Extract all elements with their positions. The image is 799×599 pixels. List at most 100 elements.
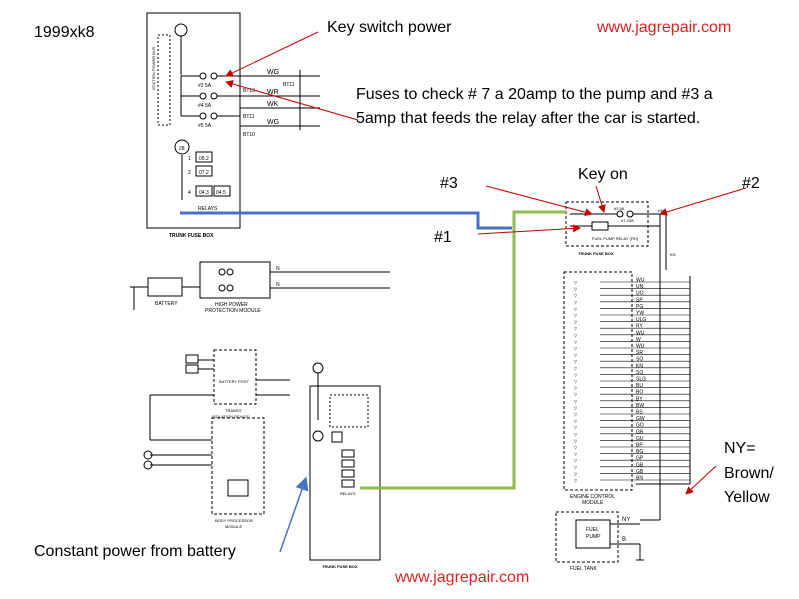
wire-kn-2: KN (670, 252, 676, 257)
ecm-pin-icon: ▽ (574, 306, 578, 311)
right-box-title: TRUNK FUSE BOX (578, 251, 614, 256)
ecm-pin-icon: ▽ (574, 372, 578, 377)
fuse-label-a: #2 5A (198, 83, 212, 89)
ecm-pin-icon: ▽ (574, 399, 578, 404)
relay-ref-07: 07.2 (199, 170, 209, 176)
wire-wr: WR (267, 89, 279, 96)
callout-arrows (225, 31, 747, 495)
ecm-wire-label: SLG (636, 377, 646, 383)
wire-wg: WG (267, 69, 279, 76)
ecm-pin-icon: ▽ (574, 425, 578, 430)
ecm-pin-icon: ▽ (574, 359, 578, 364)
ecm-pin-icon: ▽ (574, 339, 578, 344)
ecm-wire-label: GR (636, 429, 644, 435)
pump-relay-label: FUEL PUMP RELAY (RH) (592, 236, 639, 241)
fuel-tank-label: FUEL TANK (570, 566, 598, 572)
ecm-wire-label: SO (636, 370, 643, 376)
right-trunk-fuse-box (565, 201, 667, 270)
ny-label-3: Yellow (724, 489, 770, 506)
ecm-wire-label: GP (636, 456, 644, 462)
ny-label-2: Brown/ (724, 465, 774, 482)
ecm-wire-label: UN (636, 284, 644, 290)
relays-label: RELAYS (198, 206, 218, 212)
relay-pin-1: 1 (188, 156, 191, 162)
bt-label-2: BT13 (243, 88, 255, 94)
relay-pin-4: 4 (188, 190, 191, 196)
relay-ref-09: 09.2 (199, 156, 209, 162)
blue-highlight-wire (180, 211, 512, 230)
ecm-pin-icon: ▽ (574, 346, 578, 351)
ecm-pin-icon: ▽ (574, 326, 578, 331)
ecm-wire-label: GB (636, 469, 644, 475)
ecm-wire-label: BW (636, 403, 644, 409)
wire-wk: WK (267, 101, 279, 108)
ecm-wire-list: ▽WU▽UN▽UO▽SP▽PG▽YW▽ULG▽RY▽WU▽W▽WU▽SR▽SO▽… (574, 278, 690, 483)
fuse-label-b: #4 5A (198, 103, 212, 109)
key-on-label: Key on (578, 166, 628, 183)
ecm-pin-icon: ▽ (574, 458, 578, 463)
ecm-wire-label: BU (636, 383, 643, 389)
ecm-wire-label: PG (636, 304, 643, 310)
battery-post-label: BATTERY POST (219, 379, 250, 384)
ecm-pin-icon: ▽ (574, 287, 578, 292)
ecm-wire-label: BG (636, 449, 643, 455)
fuses-note-line-2: 5amp that feeds the relay after the car … (356, 110, 701, 127)
ecm-pin-icon: ▽ (574, 412, 578, 417)
middle-trunk-fuse-box (309, 362, 381, 561)
relay-ref-045: 04.5 (216, 190, 226, 196)
body-module-label-2: MODULE (225, 524, 242, 529)
wire-n-1: N (276, 266, 280, 272)
fuel-pump-label: FUEL (586, 527, 599, 533)
transit-section (143, 349, 290, 515)
fuses-note-line-1: Fuses to check # 7 a 20amp to the pump a… (356, 86, 713, 103)
ecm-pin-icon: ▽ (574, 320, 578, 325)
relay-number: 28 (179, 146, 185, 152)
ecm-wire-label: BS (636, 410, 643, 416)
constant-power-label: Constant power from battery (34, 543, 236, 560)
ecm-box (563, 214, 691, 520)
ecm-pin-icon: ▽ (574, 379, 578, 384)
ecm-label: ENGINE CONTROL (570, 494, 615, 500)
ecm-wire-label: BN (636, 476, 643, 482)
hp-module-label: HIGH POWER (215, 302, 248, 308)
fuel-tank (555, 511, 660, 563)
ecm-wire-label: GO (636, 423, 644, 429)
ecm-pin-icon: ▽ (574, 300, 578, 305)
fuse-3-callout: #3 (440, 175, 458, 192)
fuel-pump-label-2: PUMP (586, 534, 601, 540)
ecm-pin-icon: ▽ (574, 432, 578, 437)
wire-kn-1: KN (658, 208, 664, 213)
middle-relays-label: RELAYS (340, 491, 356, 496)
top-box-labels: TRUNK FUSE BOX IGNITION POWER BUS #2 5A … (151, 46, 295, 239)
battery-label: BATTERY (155, 301, 178, 307)
ecm-pin-icon: ▽ (574, 405, 578, 410)
ecm-pin-icon: ▽ (574, 366, 578, 371)
bt-label-4: BT10 (243, 132, 255, 138)
ecm-wire-label: W (636, 337, 641, 343)
ecm-wire-label: BO (636, 390, 643, 396)
url-top: www.jagrepair.com (597, 19, 732, 36)
fuse-3-label: #3 5A (614, 206, 625, 211)
ecm-pin-icon: ▽ (574, 445, 578, 450)
ecm-pin-icon: ▽ (574, 419, 578, 424)
relay-pin-2: 2 (188, 170, 191, 176)
body-module-label: BODY PROCESSOR (215, 518, 253, 523)
ecm-pin-icon: ▽ (574, 465, 578, 470)
battery-section (130, 261, 390, 310)
ecm-pin-icon: ▽ (574, 478, 578, 483)
ecm-pin-icon: ▽ (574, 386, 578, 391)
ecm-wire-label: BP (636, 443, 643, 449)
ecm-wire-label: KN (636, 363, 643, 369)
fuse-7-label: #7 20A (621, 218, 634, 223)
ecm-wire-label: SO (636, 357, 643, 363)
middle-box-title: TRUNK FUSE BOX (322, 564, 358, 569)
ecm-pin-icon: ▽ (574, 438, 578, 443)
ecm-pin-icon: ▽ (574, 471, 578, 476)
bt-label-1: BT11 (283, 82, 295, 88)
ecm-wire-label: RY (636, 324, 644, 330)
fuse-label-c: #5 5A (198, 123, 212, 129)
ecm-wire-label: SP (636, 297, 643, 303)
ecm-wire-label: GW (636, 416, 645, 422)
ecm-pin-icon: ▽ (574, 452, 578, 457)
